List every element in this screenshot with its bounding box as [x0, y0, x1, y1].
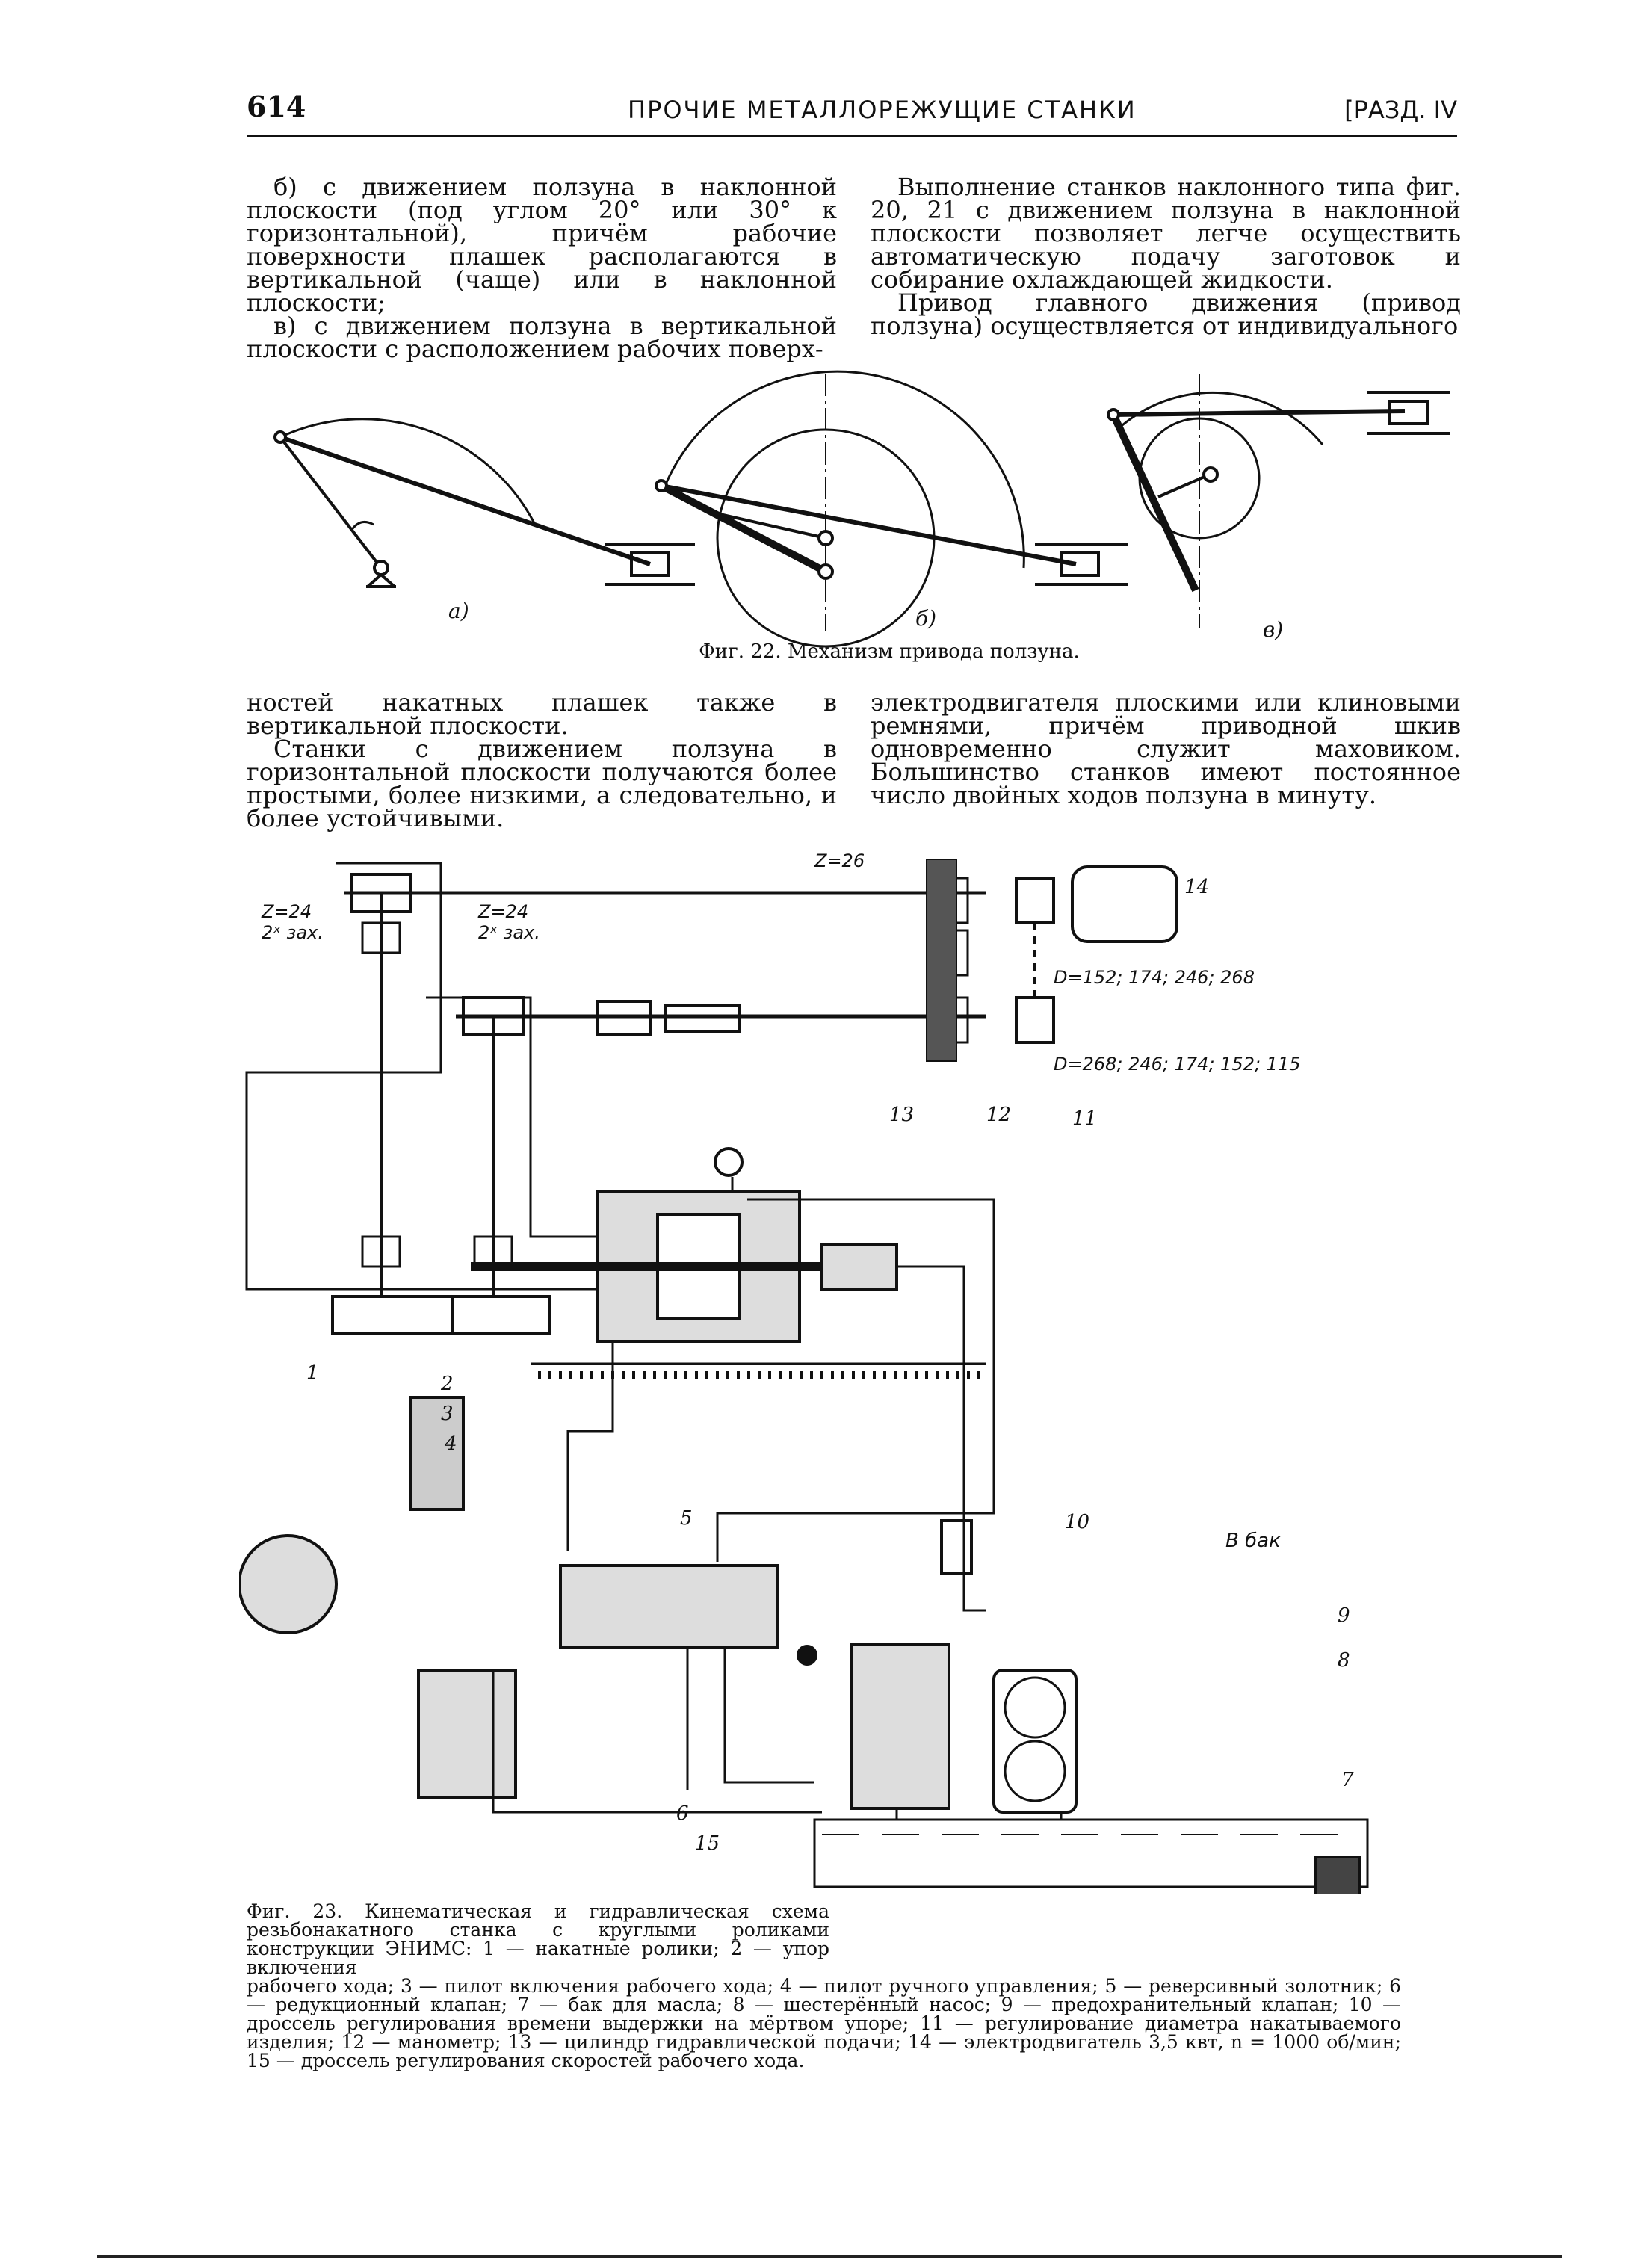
slider-c [1388, 400, 1429, 425]
figure-23-thread-rolling-scheme [239, 859, 1369, 1894]
text-column-right-mid: электродвигателя плоскими или клиновыми … [871, 688, 1461, 809]
support-a [366, 573, 396, 588]
slider-a [630, 551, 670, 577]
label-12: 12 [986, 1104, 1012, 1126]
label-6: 6 [676, 1802, 689, 1825]
label-v-bak: В бак [1225, 1530, 1281, 1552]
crank-arm-a [279, 436, 383, 569]
rolling-roller-right [451, 1295, 551, 1335]
paragraph: б) с движением ползуна в наклонной плоск… [247, 173, 837, 317]
throttle-10 [797, 1645, 817, 1666]
label-z24-mid: Z=24 [478, 901, 529, 922]
label-10: 10 [1065, 1511, 1090, 1533]
pilot-valve-3 [409, 1396, 465, 1511]
label-7: 7 [1341, 1769, 1354, 1791]
rocker-b [659, 482, 828, 575]
pipe [716, 1198, 995, 1562]
pivot [817, 530, 834, 546]
electric-motor-14 [1071, 865, 1178, 943]
figure-label-a: а) [448, 599, 469, 623]
label-4: 4 [445, 1433, 457, 1455]
bottom-rule [97, 2255, 1562, 2258]
manual-pilot-4 [239, 1534, 338, 1634]
paragraph: Выполнение станков наклонного типа фиг. … [871, 173, 1461, 294]
figure-22-slider-drive [273, 370, 1450, 648]
crank-pivot [373, 560, 389, 576]
figure-label-c: в) [1263, 617, 1284, 642]
figure-23-caption-part1: Фиг. 23. Кинематическая и гидравлическая… [247, 1900, 829, 1978]
paragraph: электродвигателя плоскими или клиновыми … [871, 688, 1461, 809]
running-header: 614 ПРОЧИЕ МЕТАЛЛОРЕЖУЩИЕ СТАНКИ [РАЗД. … [247, 90, 1457, 137]
label-9: 9 [1338, 1604, 1350, 1627]
pivot [1107, 408, 1120, 421]
crank-arc-a [279, 418, 536, 524]
label-1: 1 [306, 1362, 319, 1384]
pump-intake [1314, 1856, 1361, 1894]
pipe [492, 1648, 1063, 1820]
rotation-arrow [350, 520, 374, 531]
reducing-valve-6 [417, 1669, 517, 1799]
gear-stack [926, 859, 957, 1062]
safety-valve-9 [850, 1643, 950, 1810]
figure-label-b: б) [915, 606, 937, 631]
crank-arc-c [1116, 391, 1324, 445]
label-zax-mid: 2ˣ зах. [478, 922, 540, 943]
text-column-left-top: б) с движением ползуна в наклонной плоск… [247, 173, 837, 363]
pipe [566, 1341, 614, 1551]
crank-arc-b [664, 370, 1025, 569]
label-d-top: D=152; 174; 246; 268 [1054, 967, 1255, 988]
label-z26: Z=26 [814, 850, 865, 871]
section-marker: [РАЗД. IV [1344, 96, 1457, 124]
connecting-rod-b [661, 483, 1077, 566]
label-z24-left: Z=24 [262, 901, 312, 922]
worm-gear-mid [462, 996, 525, 1036]
pivot [273, 430, 287, 444]
drain-valve [940, 1519, 973, 1575]
label-3: 3 [441, 1403, 454, 1425]
figure-22-caption: Фиг. 22. Механизм привода ползуна. [699, 640, 1080, 663]
label-2: 2 [441, 1373, 454, 1395]
oil-tank-7 [813, 1818, 1369, 1888]
label-15: 15 [695, 1832, 720, 1855]
label-d-bottom: D=268; 246; 174; 152; 115 [1054, 1054, 1301, 1075]
link-b [709, 510, 826, 540]
paragraph: Станки с движением ползуна в горизонталь… [247, 735, 837, 832]
pivot [655, 479, 668, 492]
worm-gear-left [350, 873, 412, 913]
label-13: 13 [889, 1104, 915, 1126]
pivot [1202, 466, 1219, 483]
connecting-rod-a [279, 435, 651, 566]
text-column-right-top: Выполнение станков наклонного типа фиг. … [871, 173, 1461, 340]
slider-b [1060, 551, 1100, 577]
pulley-bottom [1015, 996, 1055, 1044]
paragraph: Привод главного движения (привод ползуна… [871, 288, 1461, 340]
connecting-rod-c [1113, 409, 1406, 417]
pivot [817, 563, 834, 580]
coupling [664, 1004, 741, 1033]
label-14: 14 [1184, 876, 1210, 898]
running-title: ПРОЧИЕ МЕТАЛЛОРЕЖУЩИЕ СТАНКИ [628, 96, 1137, 124]
label-zax-left: 2ˣ зах. [262, 922, 324, 943]
rolling-roller-left [331, 1295, 454, 1335]
pump-gear [1004, 1740, 1066, 1802]
label-8: 8 [1338, 1649, 1350, 1672]
adjuster-11 [820, 1243, 898, 1291]
figure-23-caption-part2: рабочего хода; 3 — пилот включения рабоч… [247, 1975, 1401, 2071]
clutch [596, 1000, 652, 1036]
gear-pump-8 [992, 1669, 1078, 1814]
pulley-top [1015, 877, 1055, 924]
machine-frame [245, 862, 622, 1291]
text-column-left-mid: ностей накатных плашек также в вертикаль… [247, 688, 837, 832]
manometer-12 [714, 1147, 744, 1177]
paragraph: в) с движением ползуна в вертикальной пл… [247, 312, 837, 363]
pump-gear [1004, 1676, 1066, 1739]
reversing-spool-5 [559, 1564, 779, 1649]
label-11: 11 [1072, 1107, 1098, 1130]
page-number: 614 [247, 90, 306, 123]
rocker-c [1110, 412, 1199, 593]
paragraph: ностей накатных плашек также в вертикаль… [247, 688, 837, 740]
label-5: 5 [680, 1507, 693, 1530]
pipe [731, 1177, 986, 1612]
